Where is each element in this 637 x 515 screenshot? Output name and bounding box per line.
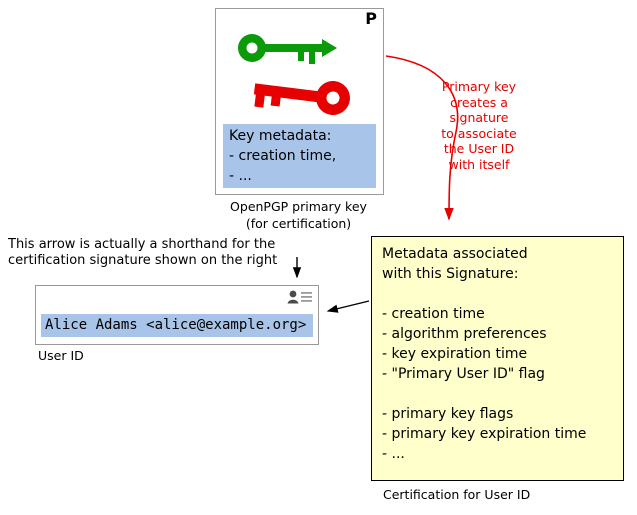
- signature-note-line: to associate: [441, 125, 517, 141]
- user-id-value: Alice Adams <alice@example.org>: [41, 314, 313, 337]
- shorthand-note-line: This arrow is actually a shorthand for t…: [8, 237, 276, 252]
- signature-note-line: with itself: [448, 156, 510, 172]
- certification-item: - "Primary User ID" flag: [382, 366, 545, 382]
- certification-item: - ...: [382, 446, 405, 462]
- certification-caption: Certification for User ID: [383, 487, 531, 502]
- signature-note-line: the User ID: [443, 141, 515, 156]
- primary-key-label: P: [365, 9, 377, 28]
- caption-line: (for certification): [245, 215, 352, 231]
- caption-line: OpenPGP primary key: [230, 199, 367, 214]
- user-id-caption: User ID: [38, 348, 84, 363]
- certification-item: - algorithm preferences: [382, 326, 547, 342]
- certification-box: Metadata associated with this Signature:…: [371, 236, 624, 481]
- certification-item: - primary key expiration time: [382, 426, 587, 442]
- certification-title-line: Metadata associated: [382, 246, 528, 262]
- primary-key-caption: OpenPGP primary key (for certification): [215, 199, 382, 232]
- certification-title-line: with this Signature:: [382, 266, 519, 282]
- signature-note-line: signature: [449, 110, 509, 125]
- certification-item: - key expiration time: [382, 346, 528, 362]
- key-metadata-line: Key metadata:: [229, 128, 332, 144]
- red-key-icon: [253, 81, 350, 115]
- primary-key-box: P Key metadata: - creation time, - ...: [215, 8, 384, 195]
- certification-item: - primary key flags: [382, 406, 514, 422]
- spacer: [382, 284, 613, 304]
- key-metadata-line: - ...: [229, 168, 252, 184]
- spacer: [382, 384, 613, 404]
- user-id-box: Alice Adams <alice@example.org>: [35, 285, 319, 345]
- contact-card-icon: [287, 290, 312, 304]
- certification-item: - creation time: [382, 306, 485, 322]
- signature-note-line: Primary key: [441, 79, 517, 94]
- signature-note: Primary key creates a signature to assoc…: [424, 79, 534, 172]
- signature-note-line: creates a: [450, 94, 508, 110]
- green-key-icon: [238, 34, 337, 64]
- keys-graphic: [238, 34, 350, 115]
- certification-left-arrow: [326, 300, 370, 313]
- shorthand-note: This arrow is actually a shorthand for t…: [8, 237, 277, 269]
- key-metadata-panel: Key metadata: - creation time, - ...: [223, 124, 376, 188]
- shorthand-note-line: certification signature shown on the rig…: [8, 253, 278, 268]
- key-metadata-line: - creation time,: [229, 148, 337, 164]
